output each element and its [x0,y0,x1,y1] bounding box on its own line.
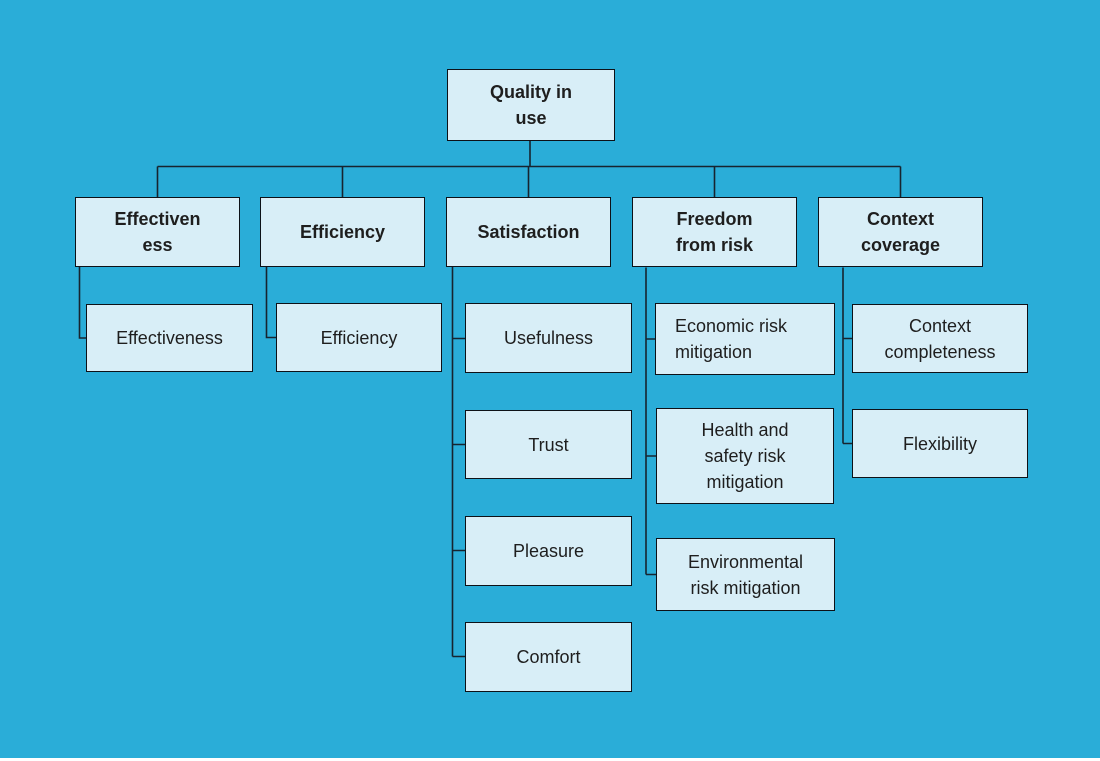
node-group-effectiveness[interactable]: Effectiven ess [75,197,240,267]
node-leaf-comfort-label: Comfort [516,647,581,667]
connector-root-to-groups[interactable] [156,141,902,197]
node-leaf-flexibility-label: Flexibility [902,433,977,454]
canvas-bottom-edge [0,758,1100,761]
node-group-freedom-from-risk[interactable]: Freedom from risk [632,197,797,267]
node-leaf-pleasure[interactable]: Pleasure [465,516,632,586]
node-group-efficiency[interactable]: Efficiency [260,197,425,267]
connector-effectiveness-children[interactable] [78,267,87,339]
node-group-context-coverage[interactable]: Context coverage [818,197,983,267]
connector-freedom-from-risk-children[interactable] [645,267,656,576]
connector-efficiency-children[interactable] [265,267,277,339]
node-leaf-efficiency[interactable]: Efficiency [276,303,442,372]
node-leaf-context-completeness-label: Context completeness [884,315,996,362]
node-group-effectiveness-label: Effectiven ess [114,209,201,255]
node-leaf-flexibility[interactable]: Flexibility [852,409,1028,478]
node-leaf-effectiveness-label: Effectiveness [116,328,223,348]
node-quality-in-use-label: Quality in use [489,82,572,128]
node-leaf-trust-label: Trust [528,434,569,455]
node-leaf-pleasure-label: Pleasure [512,541,585,561]
node-leaf-usefulness[interactable]: Usefulness [465,303,632,373]
node-group-context-coverage-label: Context coverage [860,209,941,255]
node-leaf-comfort[interactable]: Comfort [465,622,632,692]
node-leaf-efficiency-label: Efficiency [320,327,398,348]
node-leaf-health-safety-risk-mitigation[interactable]: Health and safety risk mitigation [656,408,834,504]
node-leaf-trust[interactable]: Trust [465,410,632,479]
connector-context-coverage-children[interactable] [842,267,852,445]
node-leaf-usefulness-label: Usefulness [503,328,594,348]
node-leaf-context-completeness[interactable]: Context completeness [852,304,1028,373]
node-leaf-environmental-risk-mitigation[interactable]: Environmental risk mitigation [656,538,835,611]
node-group-efficiency-label: Efficiency [299,222,386,242]
connector-satisfaction-children[interactable] [451,267,466,658]
node-leaf-economic-risk-mitigation[interactable]: Economic risk mitigation [655,303,835,375]
node-leaf-health-safety-risk-mitigation-label: Health and safety risk mitigation [701,420,789,492]
node-leaf-environmental-risk-mitigation-label: Environmental risk mitigation [687,551,804,598]
node-group-freedom-from-risk-label: Freedom from risk [675,209,754,255]
node-leaf-economic-risk-mitigation-label: Economic risk mitigation [675,316,788,362]
node-group-satisfaction[interactable]: Satisfaction [446,197,611,267]
node-leaf-effectiveness[interactable]: Effectiveness [86,304,253,372]
node-group-satisfaction-label: Satisfaction [477,222,580,242]
node-quality-in-use[interactable]: Quality in use [447,69,615,141]
